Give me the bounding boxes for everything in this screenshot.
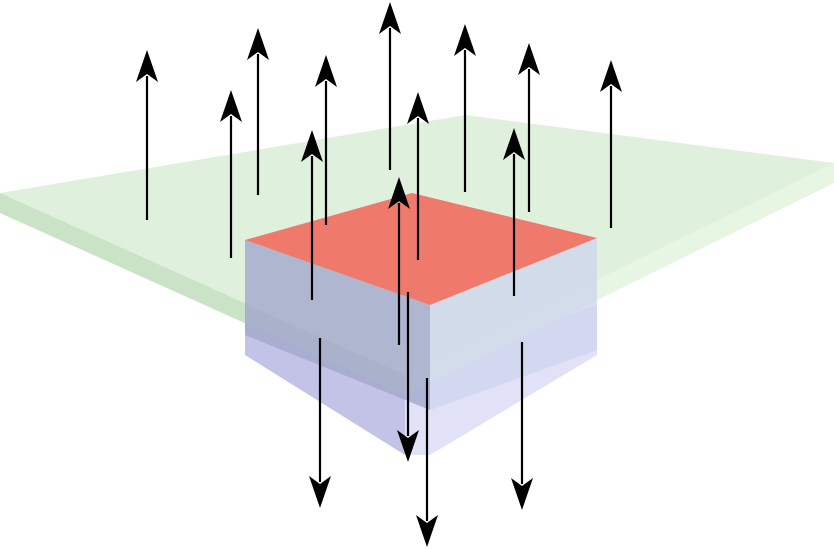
up-arrow-1-head xyxy=(136,50,158,82)
down-arrow-4 xyxy=(511,342,533,510)
down-arrow-1 xyxy=(309,338,331,508)
up-arrow-4-head xyxy=(315,55,337,87)
up-arrow-6 xyxy=(454,24,476,192)
down-arrow-1-head xyxy=(309,476,331,508)
up-arrow-5-head xyxy=(379,2,401,34)
down-arrow-4-head xyxy=(511,478,533,510)
up-arrow-3-head xyxy=(220,90,242,122)
up-arrow-8-head xyxy=(600,60,622,92)
field-arrows xyxy=(136,2,622,547)
up-arrow-1 xyxy=(136,50,158,220)
up-arrow-5 xyxy=(379,2,401,170)
down-arrow-3-head xyxy=(416,515,438,547)
box-upper-part xyxy=(245,193,597,410)
up-arrow-4 xyxy=(315,55,337,225)
down-arrow-2-head xyxy=(397,430,419,462)
up-arrow-10 xyxy=(407,92,429,260)
box-side-face xyxy=(430,238,597,410)
down-arrow-3 xyxy=(416,378,438,547)
box-top-face xyxy=(245,193,597,305)
up-arrow-9-head xyxy=(301,130,323,162)
up-arrow-8 xyxy=(600,60,622,228)
up-arrow-12 xyxy=(388,177,410,345)
up-arrow-11 xyxy=(503,128,525,296)
up-arrow-12-head xyxy=(388,177,410,209)
up-arrow-11-head xyxy=(503,128,525,160)
up-arrow-2 xyxy=(247,28,269,195)
up-arrow-9 xyxy=(301,130,323,300)
up-arrow-2-head xyxy=(247,28,269,60)
up-arrow-3 xyxy=(220,90,242,258)
down-arrow-2 xyxy=(397,292,419,462)
box-front-face xyxy=(245,240,430,410)
up-arrow-7 xyxy=(518,43,540,212)
up-arrow-6-head xyxy=(454,24,476,56)
up-arrow-7-head xyxy=(518,43,540,75)
up-arrow-10-head xyxy=(407,92,429,124)
